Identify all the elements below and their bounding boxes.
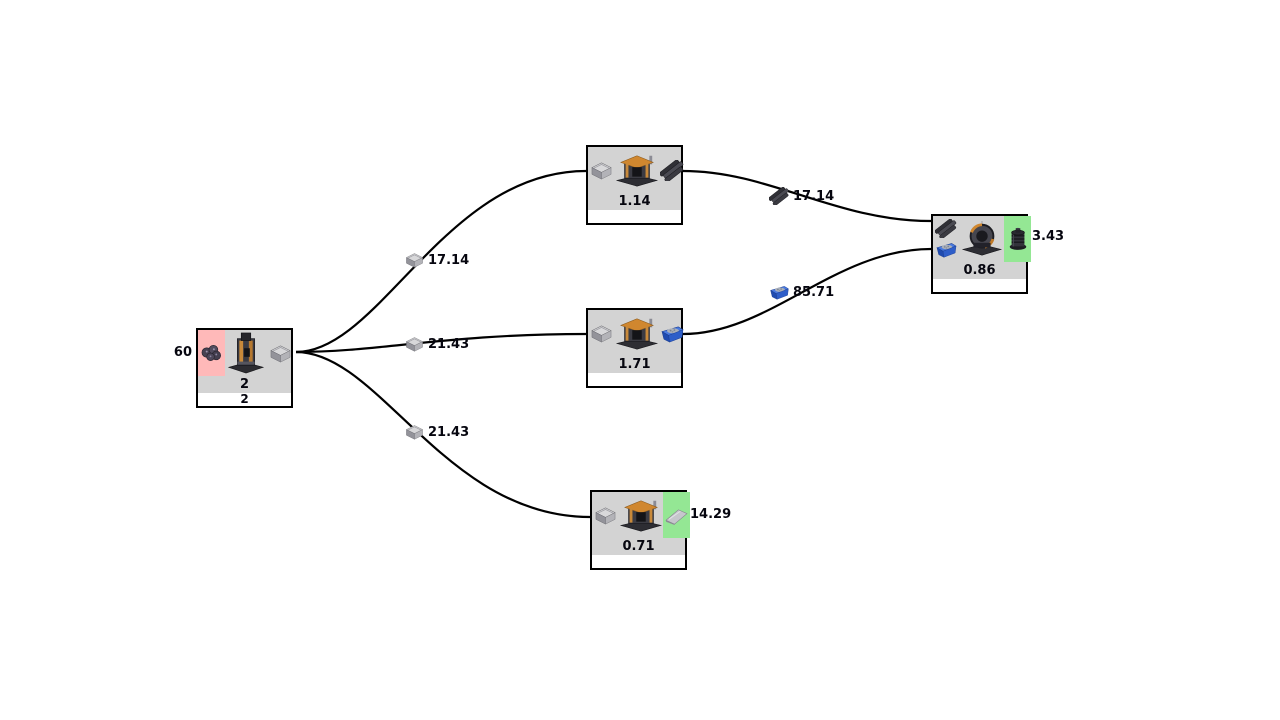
- machine-cell: [615, 310, 659, 356]
- output-cell: [659, 310, 686, 356]
- coil-icon: [1007, 227, 1029, 251]
- edge-rate-text: 21.43: [428, 424, 470, 440]
- input-cell: [198, 330, 225, 376]
- node-io-row: [933, 216, 1031, 262]
- edge-rate-text: 85.71: [793, 284, 835, 300]
- machine-cell: [615, 147, 659, 193]
- assembler-machine-icon: [615, 151, 659, 189]
- external-input-rate: 60: [173, 345, 192, 360]
- blue-bin-icon: [769, 283, 790, 301]
- metal-box-icon: [404, 251, 425, 269]
- node-sub-count: [588, 373, 681, 386]
- machine-count: 0.71: [592, 538, 685, 555]
- node-assembler-top[interactable]: 1.14: [586, 145, 683, 225]
- machine-cell: [225, 330, 267, 376]
- assembler-machine-icon: [619, 496, 663, 534]
- machine-count: 1.14: [588, 193, 681, 210]
- assembler-machine-icon: [615, 314, 659, 352]
- steel-beams-icon: [769, 187, 790, 205]
- output-cell: [659, 147, 686, 193]
- external-output-rate: 14.29: [690, 507, 732, 522]
- node-io-row: [592, 492, 690, 538]
- metal-sheet-icon: [664, 505, 689, 526]
- input-cell: [933, 216, 960, 262]
- output-cell: [267, 330, 294, 376]
- edge-rate-label: 21.43: [404, 422, 469, 442]
- node-assembler-bottom[interactable]: 0.71: [590, 490, 690, 570]
- edge-rate-text: 21.43: [428, 336, 470, 352]
- node-sub-count: [592, 555, 685, 568]
- drill-machine-icon: [225, 331, 267, 375]
- machine-count: 1.71: [588, 356, 681, 373]
- steel-beams-icon: [660, 160, 685, 181]
- edge-rate-label: 21.43: [404, 334, 469, 354]
- machine-count: 2: [198, 376, 291, 393]
- ore-icon: [199, 343, 224, 364]
- metal-box-icon: [593, 505, 618, 526]
- machine-count: 0.86: [933, 262, 1026, 279]
- blue-bin-icon: [935, 240, 958, 259]
- metal-box-icon: [404, 335, 425, 353]
- blue-bin-icon: [660, 323, 685, 344]
- edge-top-to-right: [682, 169, 932, 223]
- metal-box-icon: [404, 423, 425, 441]
- node-source[interactable]: 2 2: [196, 328, 293, 408]
- external-output-rate: 3.43: [1032, 229, 1065, 244]
- input-cell: [588, 310, 615, 356]
- metal-box-icon: [268, 343, 293, 364]
- steel-beams-icon: [935, 219, 958, 238]
- node-io-row: [198, 330, 291, 376]
- node-io-row: [588, 147, 681, 193]
- node-io-row: [588, 310, 681, 356]
- machine-cell: [619, 492, 663, 538]
- output-cell: [663, 492, 690, 538]
- metal-box-icon: [589, 160, 614, 181]
- input-cell: [588, 147, 615, 193]
- edge-rate-label: 17.14: [404, 250, 469, 270]
- edge-middle-to-right: [682, 247, 932, 336]
- node-assembler-right[interactable]: 0.86: [931, 214, 1031, 294]
- edge-rate-text: 17.14: [428, 252, 470, 268]
- node-sub-count: [588, 210, 681, 223]
- output-cell: [1004, 216, 1031, 262]
- edge-rate-label: 85.71: [769, 282, 834, 302]
- machine-cell: [960, 216, 1004, 262]
- input-cell: [592, 492, 619, 538]
- metal-box-icon: [589, 323, 614, 344]
- node-assembler-middle[interactable]: 1.71: [586, 308, 683, 388]
- node-sub-count: [933, 279, 1026, 292]
- edge-rate-text: 17.14: [793, 188, 835, 204]
- node-sub-count: 2: [198, 393, 291, 406]
- edge-rate-label: 17.14: [769, 186, 834, 206]
- frame-machine-icon: [960, 220, 1004, 258]
